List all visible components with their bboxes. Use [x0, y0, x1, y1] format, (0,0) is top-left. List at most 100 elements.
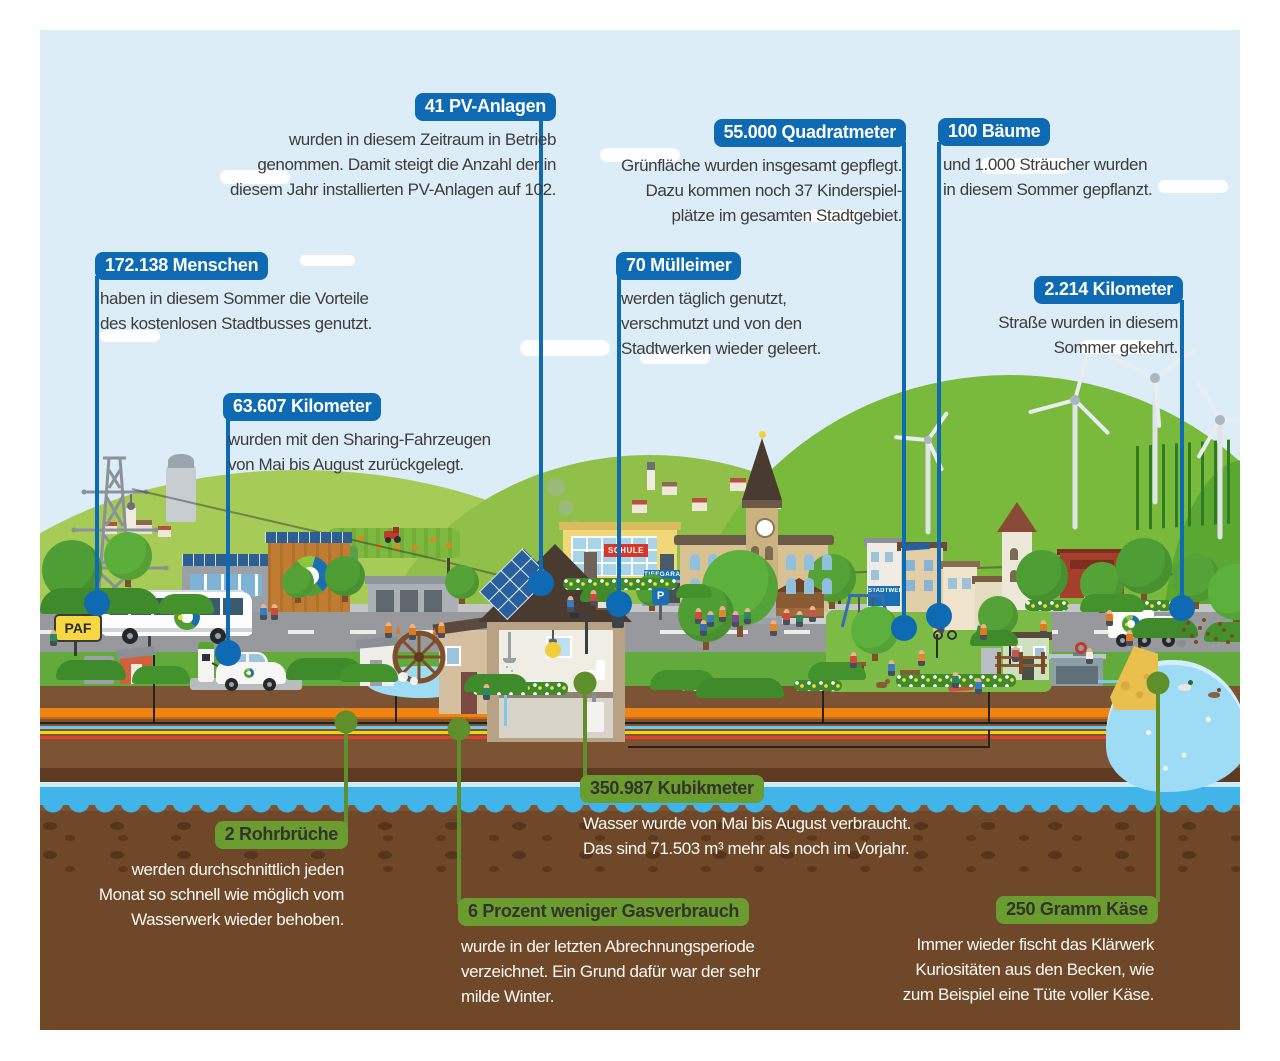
- person-figure: [1126, 630, 1133, 646]
- lamp-cord: [552, 630, 554, 643]
- tractor-wheel: [394, 536, 401, 543]
- text-line: werden durchschnittlich jeden: [131, 860, 345, 879]
- window: [924, 560, 933, 571]
- person-figure: [1040, 620, 1047, 636]
- callout-badge: 172.138 Menschen: [95, 252, 269, 280]
- water-pipe-blue: [40, 726, 1215, 729]
- house-roof-strip: [940, 561, 980, 569]
- callout-anchor-dot: [926, 603, 952, 629]
- person-figure: [438, 622, 445, 638]
- person-figure: [590, 590, 597, 606]
- pumpkin: [412, 545, 418, 550]
- cloud: [640, 352, 710, 364]
- smoke: [558, 500, 573, 515]
- bus-wheel: [122, 628, 138, 644]
- bush: [464, 674, 528, 692]
- callout-connector: [1156, 683, 1160, 902]
- cable-run: [628, 746, 990, 748]
- parking-sign: P: [652, 588, 669, 605]
- cloud: [1080, 340, 1160, 354]
- text-line: des kostenlosen Stadtbusses genutzt.: [100, 314, 372, 333]
- person-figure: [483, 684, 490, 700]
- paf-town-sign: PAF: [54, 614, 102, 642]
- shower-head: [503, 658, 516, 663]
- traffic-cone: [432, 628, 437, 636]
- callout-connector: [902, 142, 906, 628]
- person-figure: [850, 652, 857, 668]
- sharing-car: [216, 652, 288, 692]
- text-line: milde Winter.: [461, 987, 555, 1006]
- window: [906, 560, 915, 571]
- bush: [970, 630, 1018, 646]
- text-line: diesem Jahr installierten PV-Anlagen auf…: [230, 180, 556, 199]
- swing-bar: [848, 594, 884, 597]
- duck-head: [1217, 688, 1221, 692]
- bush: [676, 584, 712, 598]
- tower-window: [765, 546, 773, 560]
- duck-body: [1208, 692, 1220, 698]
- bush: [132, 666, 190, 684]
- fence-post: [1041, 652, 1045, 674]
- text-line: genommen. Damit steigt die Anzahl der in: [257, 155, 556, 174]
- bicycle-wheel: [947, 630, 957, 640]
- bush: [696, 678, 784, 698]
- text-line: Straße wurden in diesem: [998, 313, 1178, 332]
- callout-anchor-dot: [528, 570, 554, 596]
- text-line: in diesem Sommer gepflanzt.: [943, 180, 1153, 199]
- person-figure: [1086, 648, 1093, 664]
- text-line: verzeichnet. Ein Grund dafür war der seh…: [461, 962, 761, 981]
- callout-badge: 100 Bäume: [938, 118, 1051, 146]
- tiefgarage-sign: TIEFGARAGE: [644, 570, 691, 580]
- tree: [1016, 550, 1068, 602]
- garage-door: [400, 590, 418, 612]
- tower-cornice: [742, 500, 782, 508]
- callout-anchor-dot: [891, 615, 917, 641]
- person-figure: [50, 630, 57, 646]
- cloud: [220, 170, 290, 184]
- cloud: [600, 148, 680, 162]
- pumpkin: [376, 544, 382, 549]
- foam: [410, 677, 418, 685]
- cable-stub: [988, 730, 990, 748]
- cable-stub: [988, 678, 990, 722]
- street-debris: [1222, 628, 1226, 632]
- tree: [104, 532, 152, 580]
- rathaus-window: [690, 554, 700, 570]
- pumpkin: [430, 537, 436, 542]
- window: [948, 578, 957, 589]
- bush: [158, 594, 214, 614]
- callout-badge: 250 Gramm Käse: [996, 896, 1158, 924]
- charger-top: [198, 642, 214, 649]
- street-debris: [1214, 637, 1218, 641]
- bush: [1080, 594, 1144, 612]
- callout-anchor-dot: [1146, 671, 1170, 695]
- callout-anchor-dot: [84, 590, 110, 616]
- water-wheel: [392, 630, 446, 684]
- rathaus-window: [822, 578, 832, 594]
- basin-pipe: [1073, 652, 1089, 656]
- bush: [340, 664, 398, 682]
- tower-spire: [742, 438, 782, 500]
- fountain-base: [750, 616, 782, 624]
- village-house: [692, 498, 707, 511]
- gas-pipe-orange: [40, 708, 1215, 719]
- window: [885, 552, 893, 562]
- house-water-pipe: [504, 692, 507, 726]
- groundwater-waves: [40, 802, 1240, 816]
- village-church-tower: [647, 462, 655, 490]
- callout-connector: [226, 417, 230, 653]
- callout-connector: [617, 276, 621, 604]
- text-line: haben in diesem Sommer die Vorteile: [100, 289, 369, 308]
- car-logo: [244, 668, 254, 678]
- text-line: Dazu kommen noch 37 Kinderspiel-: [645, 181, 902, 200]
- person-figure: [744, 608, 751, 624]
- text-line: Grünfläche wurden insgesamt gepflegt.: [621, 156, 902, 175]
- callout-connector: [457, 729, 461, 904]
- person-figure: [719, 606, 726, 622]
- callout-text: werden durchschnittlich jeden Monat so s…: [99, 857, 345, 932]
- callout-badge: 6 Prozent weniger Gasverbrauch: [458, 898, 750, 926]
- person-figure: [567, 596, 574, 612]
- callout-connector: [344, 722, 348, 827]
- shower-pipe: [508, 632, 511, 658]
- rathaus-window: [786, 578, 796, 594]
